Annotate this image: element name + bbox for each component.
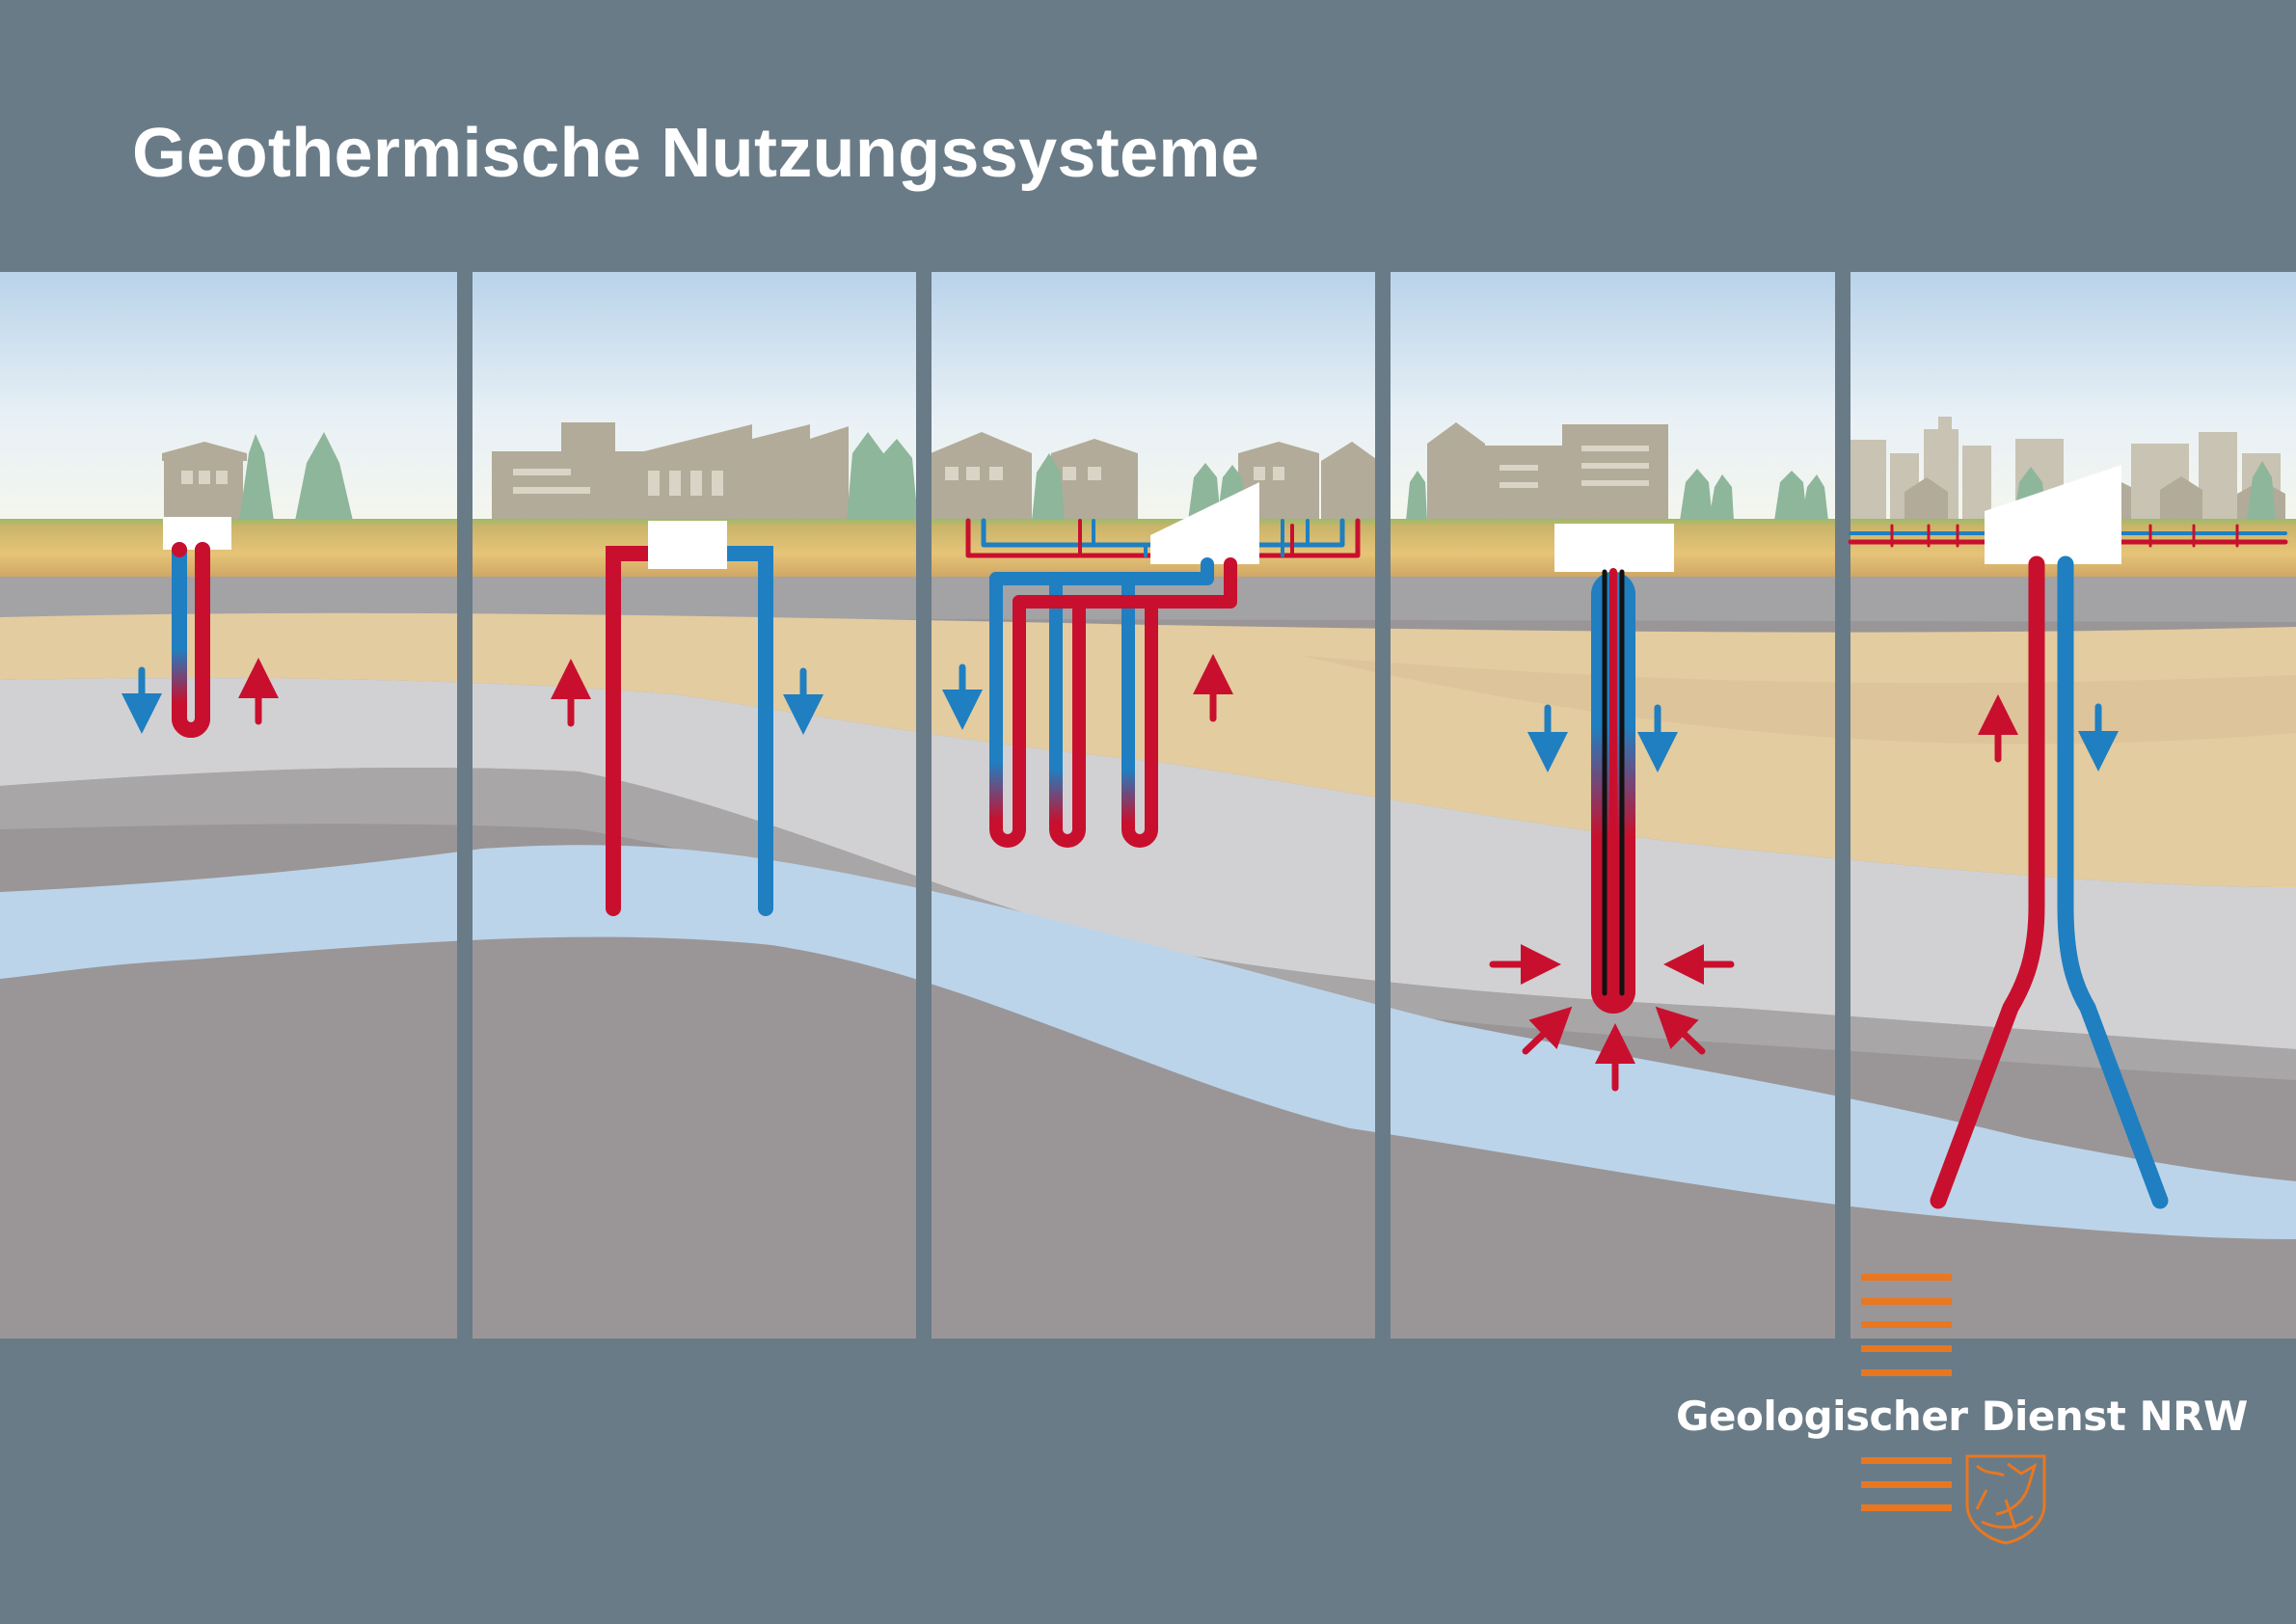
brand-name: Geologischer Dienst NRW xyxy=(1676,1393,2248,1440)
panel-borehole-heat-exchanger xyxy=(122,517,279,738)
heat-pump-box xyxy=(1985,465,2121,564)
aquifer xyxy=(0,845,2296,1239)
heat-pump-box xyxy=(1150,482,1259,564)
landscape xyxy=(0,272,2296,577)
page-title: Geothermische Nutzungssysteme xyxy=(132,115,1260,192)
heat-pump-box xyxy=(1554,524,1674,572)
panel-groundwater-wells xyxy=(551,521,824,916)
topsoil xyxy=(0,519,2296,577)
windows xyxy=(181,446,1649,496)
logo-bars xyxy=(1861,1274,1952,1511)
heat-flow-arrows xyxy=(1489,944,1735,1092)
gd-nrw-logo xyxy=(1861,1274,2046,1545)
collector-red xyxy=(1013,557,1237,609)
collector-blue xyxy=(989,557,1214,595)
gravel-layer xyxy=(0,678,2296,1049)
panel-hydrothermal-doublet xyxy=(1848,465,2288,1209)
sand-streak xyxy=(1302,656,2296,744)
injection-well xyxy=(719,546,773,916)
injection-well xyxy=(2057,555,2169,1209)
gravel-lower xyxy=(0,767,2296,1080)
nrw-coat-of-arms-horse-icon xyxy=(1965,1454,2046,1545)
panel-deep-borehole-heat-exchanger xyxy=(1489,524,1735,1092)
production-well xyxy=(1930,555,2045,1209)
production-well xyxy=(606,546,656,916)
heat-pump-box xyxy=(648,521,727,569)
panel-probe-field xyxy=(942,482,1361,848)
